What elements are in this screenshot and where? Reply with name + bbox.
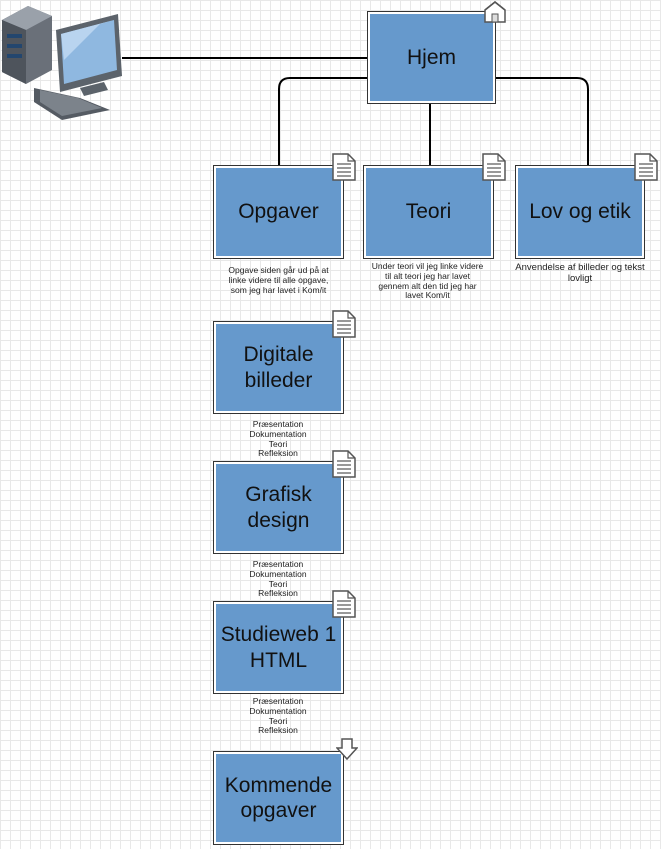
note-studieweb-html: Præsentation Dokumentation Teori Refleks…	[249, 696, 307, 736]
note-digitale-billeder: Præsentation Dokumentation Teori Refleks…	[249, 419, 307, 459]
node-studieweb-html[interactable]: Studieweb 1 HTML	[213, 601, 344, 694]
node-opgaver[interactable]: Opgaver	[213, 165, 344, 259]
node-digitale-billeder[interactable]: Digitale billeder	[213, 321, 344, 414]
node-teori[interactable]: Teori	[363, 165, 494, 259]
page-icon	[482, 153, 506, 181]
home-icon	[484, 1, 506, 23]
computer-icon	[2, 6, 122, 120]
note-teori: Under teori vil jeg linke videre til alt…	[371, 261, 484, 301]
node-kommende-opgaver[interactable]: Kommende opgaver	[213, 751, 344, 845]
node-hjem[interactable]: Hjem	[367, 11, 496, 104]
page-icon	[332, 590, 356, 618]
page-icon	[634, 153, 658, 181]
page-icon	[332, 450, 356, 478]
page-icon	[332, 310, 356, 338]
note-opgaver: Opgave siden går ud på at linke videre t…	[228, 265, 329, 295]
node-lov-og-etik[interactable]: Lov og etik	[515, 165, 645, 259]
node-grafisk-design[interactable]: Grafisk design	[213, 461, 344, 554]
note-grafisk-design: Præsentation Dokumentation Teori Refleks…	[249, 559, 307, 599]
note-lov-og-etik: Anvendelse af billeder og tekst lovligt	[515, 262, 645, 284]
down-arrow-icon	[336, 738, 358, 760]
page-icon	[332, 153, 356, 181]
